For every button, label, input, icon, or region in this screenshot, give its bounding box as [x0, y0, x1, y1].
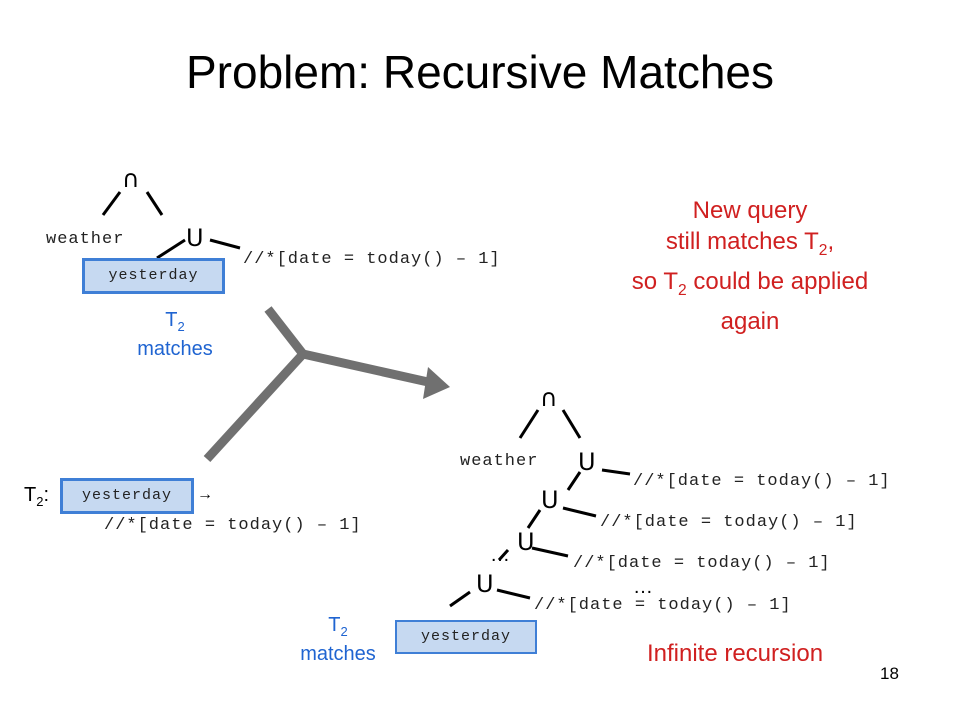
yesterday-node: yesterday	[395, 620, 537, 654]
union-operator: U	[186, 224, 204, 252]
infinite-recursion-label: Infinite recursion	[646, 640, 824, 667]
query-label: //*[date = today() – 1]	[633, 472, 891, 491]
yesterday-node: yesterday	[82, 258, 225, 294]
t2-matches-label: T2 matches	[300, 614, 376, 665]
ellipsis: …	[633, 576, 653, 598]
intersection-operator: ∩	[122, 165, 140, 193]
query-label: //*[date = today() – 1]	[573, 554, 831, 573]
intersection-operator: ∩	[540, 384, 558, 412]
rule-arrow-icon: →	[197, 486, 213, 503]
union-operator: U	[517, 528, 535, 556]
query-label: //*[date = today() – 1]	[600, 513, 858, 532]
union-operator: U	[476, 570, 494, 598]
ellipsis: …	[490, 544, 510, 566]
union-operator: U	[578, 448, 596, 476]
union-operator: U	[541, 486, 559, 514]
page-number: 18	[880, 664, 899, 683]
query-label: //*[date = today() – 1]	[534, 596, 792, 615]
weather-label: weather	[460, 452, 539, 471]
explanation-note: New query still matches T2, so T2 could …	[631, 197, 869, 335]
rule-query-label: //*[date = today() – 1]	[104, 516, 362, 535]
slide-title: Problem: Recursive Matches	[186, 46, 774, 98]
weather-label: weather	[46, 230, 125, 249]
query-label: //*[date = today() – 1]	[243, 250, 501, 269]
t2-matches-label: T2 matches	[137, 309, 213, 360]
rule-label: T2:	[24, 484, 50, 509]
rule-yesterday-node: yesterday	[60, 478, 194, 514]
